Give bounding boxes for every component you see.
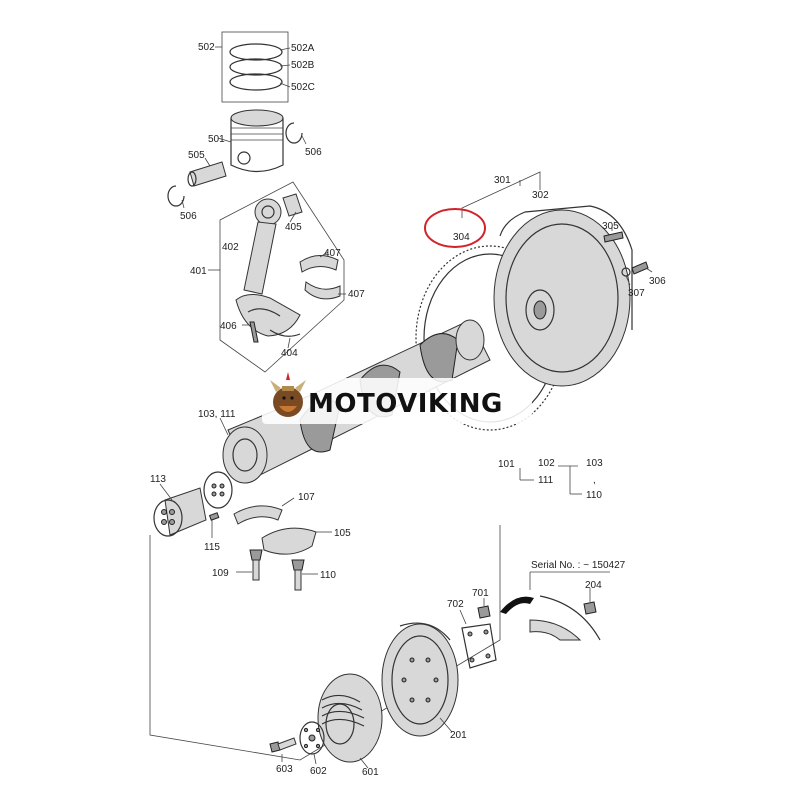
label-702: 702	[447, 599, 464, 610]
label-102: 102	[538, 458, 555, 469]
crank-gear	[153, 483, 207, 537]
label-602: 602	[310, 766, 327, 777]
bolt-109	[236, 549, 263, 581]
label-111: 111	[538, 475, 554, 486]
label-110-legend: 110	[586, 490, 602, 501]
label-701: 701	[472, 588, 489, 599]
thrust-bearing-lower	[261, 527, 332, 555]
label-105: 105	[334, 528, 351, 539]
snap-ring-right	[285, 122, 307, 145]
pulley-washer	[299, 721, 325, 765]
damper-group-frame	[149, 525, 501, 761]
label-301: 301	[494, 175, 511, 186]
damper-plate	[459, 609, 497, 669]
label-103: 103	[586, 458, 603, 469]
watermark: MOTOVIKING	[262, 372, 532, 424]
label-401: 401	[190, 266, 207, 277]
vibration-damper	[381, 622, 459, 737]
label-502c: 502C	[291, 82, 315, 93]
label-407-upper: 407	[324, 248, 341, 259]
label-304: 304	[453, 232, 470, 243]
watermark-brand-text: MOTOVIKING	[308, 389, 503, 419]
label-404: 404	[281, 348, 298, 359]
snap-ring-left	[167, 185, 185, 209]
crank-key	[208, 512, 220, 538]
label-501: 501	[208, 134, 225, 145]
label-506-left: 506	[180, 211, 197, 222]
highlight-circle-304	[424, 208, 486, 248]
bolt-701	[477, 598, 491, 619]
label-109: 109	[212, 568, 229, 579]
label-502b: 502B	[291, 60, 315, 71]
pulley-bolt	[269, 737, 297, 762]
label-113: 113	[150, 474, 166, 485]
label-405: 405	[285, 222, 302, 233]
part-hierarchy-legend	[519, 465, 582, 495]
label-603: 603	[276, 764, 293, 775]
label-502: 502	[198, 42, 215, 53]
label-402: 402	[222, 242, 239, 253]
label-406: 406	[220, 321, 237, 332]
viking-logo-icon	[270, 372, 306, 417]
label-506-right: 506	[305, 147, 322, 158]
label-115: 115	[204, 542, 220, 553]
label-110: 110	[320, 570, 336, 581]
label-601: 601	[362, 767, 379, 778]
serial-inset	[500, 571, 610, 641]
label-407-lower: 407	[348, 289, 365, 300]
connecting-rod-assembly	[208, 181, 346, 373]
label-comma: ,	[593, 475, 596, 486]
piston-ring-set	[215, 31, 291, 103]
label-101: 101	[498, 459, 515, 470]
bolt-110	[291, 559, 318, 591]
label-305: 305	[602, 221, 619, 232]
flywheel-assembly	[415, 171, 653, 431]
label-502a: 502A	[291, 43, 315, 54]
label-204: 204	[585, 580, 602, 591]
label-103-111: 103, 111	[198, 409, 236, 420]
label-201: 201	[450, 730, 467, 741]
serial-number-note: Serial No. : ~ 150427	[531, 560, 626, 571]
label-505: 505	[188, 150, 205, 161]
thrust-bearing-upper	[233, 497, 295, 525]
label-306: 306	[649, 276, 666, 287]
label-302: 302	[532, 190, 549, 201]
label-107: 107	[298, 492, 315, 503]
piston	[217, 109, 284, 173]
piston-pin	[187, 157, 227, 187]
crank-pulley	[317, 673, 383, 769]
label-307: 307	[628, 288, 645, 299]
